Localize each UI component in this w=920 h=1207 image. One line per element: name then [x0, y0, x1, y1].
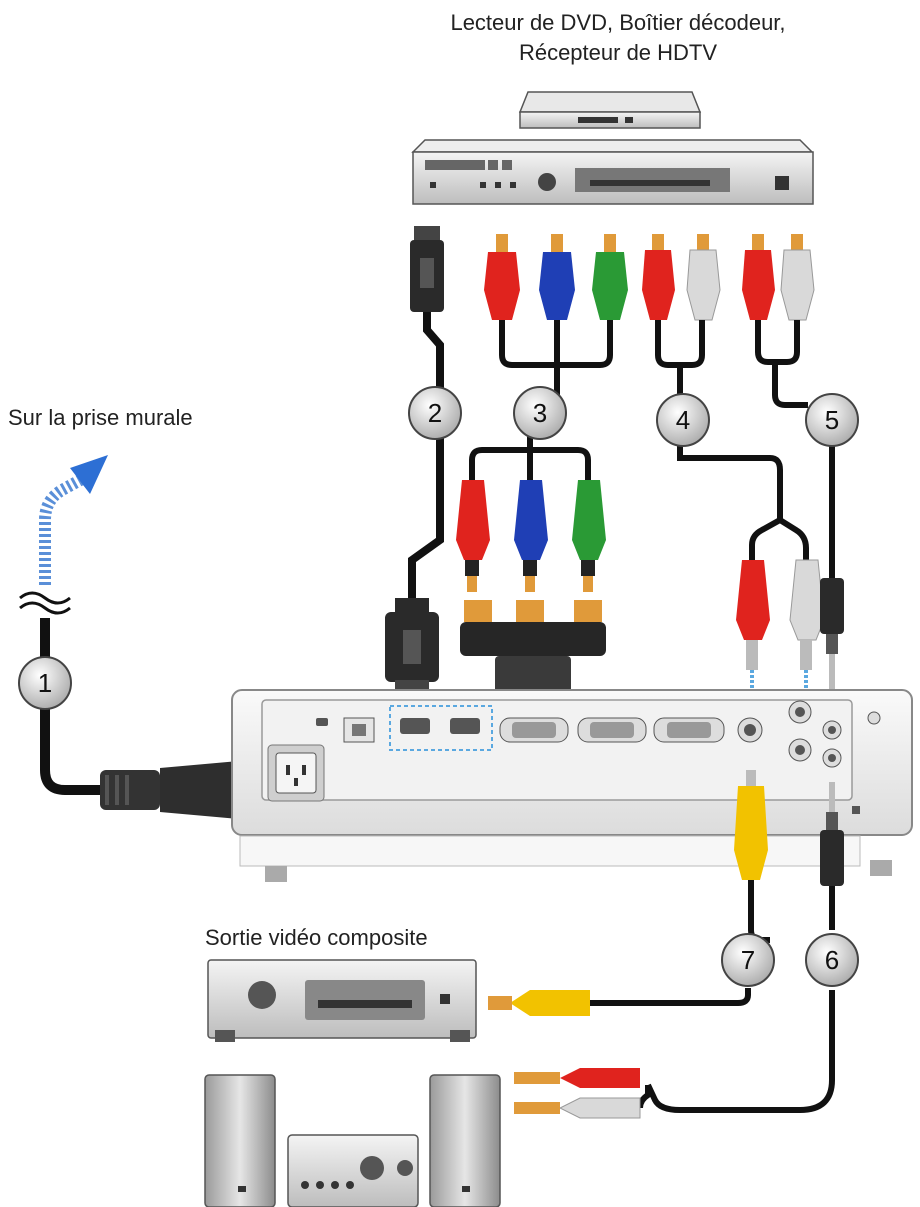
component-top-plugs — [484, 234, 628, 320]
component-cable — [456, 234, 628, 716]
audio-rca-to-jack-cable-5 — [742, 234, 844, 694]
callout-4: 4 — [656, 393, 710, 447]
callout-2: 2 — [408, 386, 462, 440]
audio-out-cable — [514, 782, 844, 1119]
component-bottom-plugs — [456, 480, 606, 592]
rca-to-vga-adapter — [460, 600, 606, 716]
composite-output-label: Sortie vidéo composite — [205, 925, 428, 950]
dvd-player-device — [411, 139, 814, 205]
callout-5: 5 — [805, 393, 859, 447]
wall-outlet-arrow-icon — [39, 455, 108, 585]
svg-text:6: 6 — [825, 945, 839, 975]
wall-outlet-label: Sur la prise murale — [8, 405, 193, 430]
source-devices-label-line2: Récepteur de HDTV — [519, 40, 717, 65]
svg-text:1: 1 — [38, 668, 52, 698]
svg-text:5: 5 — [825, 405, 839, 435]
svg-text:4: 4 — [676, 405, 690, 435]
svg-text:7: 7 — [741, 945, 755, 975]
svg-text:3: 3 — [533, 398, 547, 428]
source-devices-label-line1: Lecteur de DVD, Boîtier décodeur, — [450, 10, 785, 35]
composite-output-device — [207, 959, 477, 1042]
callout-3: 3 — [513, 386, 567, 440]
svg-text:2: 2 — [428, 398, 442, 428]
callout-7: 7 — [721, 933, 775, 987]
projector — [231, 689, 913, 882]
audio-rca-cable-4 — [642, 234, 825, 742]
callout-6: 6 — [805, 933, 859, 987]
callout-1: 1 — [18, 656, 72, 710]
set-top-box-device — [518, 91, 702, 129]
hdmi-cable — [385, 226, 444, 702]
speaker-system — [204, 1074, 501, 1207]
